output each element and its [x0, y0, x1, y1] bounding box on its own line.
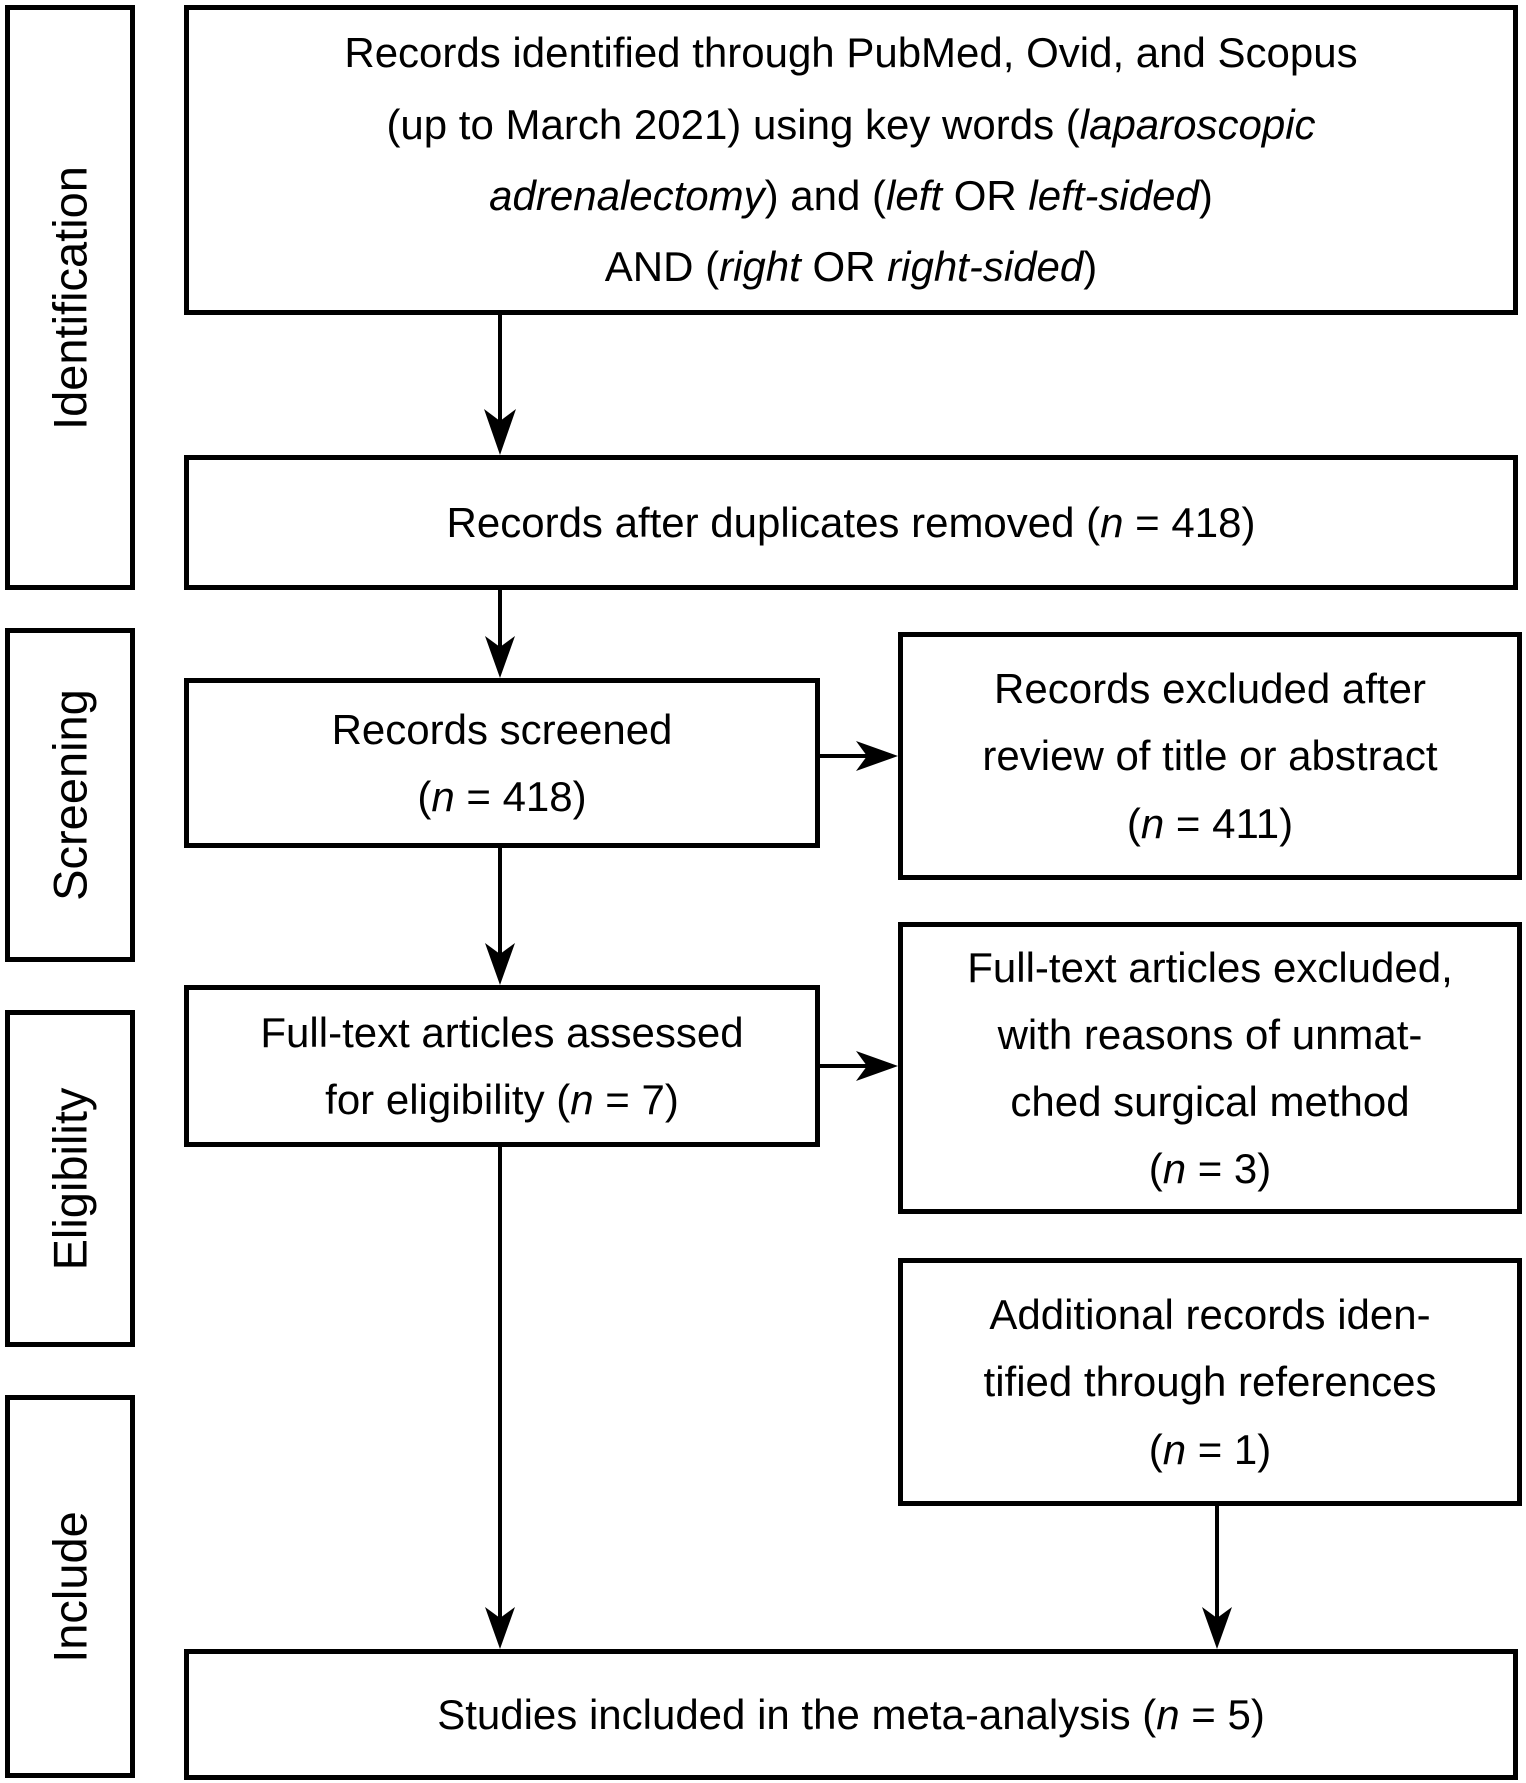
text-segment: Full-text articles assessed	[260, 1008, 744, 1056]
text-segment: n	[1162, 1425, 1187, 1473]
text-segment: n	[1100, 498, 1124, 546]
box-records-identified: Records identified through PubMed, Ovid,…	[184, 5, 1518, 315]
text-segment: AND (	[604, 243, 720, 291]
text-segment: n	[1140, 799, 1165, 847]
stage-box-screening: Screening	[5, 628, 135, 962]
text-segment: )	[1083, 243, 1098, 291]
text-segment: n	[1162, 1145, 1187, 1193]
text-segment: = 1)	[1186, 1425, 1272, 1473]
stage-label-screening: Screening	[43, 689, 97, 901]
text-segment: with reasons of unmat-	[997, 1010, 1423, 1058]
box-fulltext-excluded: Full-text articles excluded, with reasons…	[898, 922, 1522, 1214]
text-segment: for eligibility (	[325, 1076, 571, 1123]
text-segment: left-sided	[1028, 172, 1199, 219]
stage-label-include: Include	[43, 1510, 97, 1663]
box-records-identified-text: Records identified through PubMed, Ovid,…	[344, 17, 1357, 303]
box-records-excluded: Records excluded after review of title or…	[898, 632, 1522, 880]
box-studies-included: Studies included in the meta-analysis (n…	[184, 1649, 1518, 1780]
box-fulltext-excluded-text: Full-text articles excluded, with reasons…	[967, 934, 1453, 1203]
text-segment: adrenalectomy	[489, 172, 765, 219]
arrow-head	[856, 741, 898, 771]
text-segment: )	[1198, 172, 1213, 219]
arrow-screened-to-fulltext	[485, 848, 515, 985]
text-segment: right	[719, 243, 801, 291]
arrow-head	[856, 1051, 898, 1081]
box-records-screened: Records screened (n = 418)	[184, 678, 820, 848]
text-segment: right-sided	[887, 243, 1084, 291]
arrow-identified-to-duplicates	[484, 315, 516, 455]
text-segment: = 3)	[1186, 1145, 1272, 1193]
text-segment: = 5)	[1179, 1690, 1265, 1738]
text-segment: left	[886, 172, 943, 219]
arrow-duplicates-to-screened	[485, 590, 515, 678]
text-segment: laparoscopic	[1079, 100, 1316, 148]
text-segment: = 7)	[593, 1076, 679, 1123]
text-segment: review of title or abstract	[982, 732, 1438, 780]
text-segment: (	[1148, 1425, 1163, 1473]
text-segment: (up to March 2021) using key words (	[386, 100, 1080, 148]
box-additional-records: Additional records iden-tified through r…	[898, 1258, 1522, 1506]
text-segment: Records excluded after	[994, 665, 1426, 713]
text-segment: Full-text articles excluded,	[967, 943, 1453, 991]
text-segment: (	[417, 773, 432, 820]
text-segment: Additional records iden-	[989, 1291, 1431, 1339]
stage-box-identification: Identification	[5, 5, 135, 590]
text-segment: n	[570, 1076, 594, 1123]
text-segment: Records after duplicates removed (	[446, 498, 1101, 546]
box-additional-records-text: Additional records iden-tified through r…	[984, 1281, 1437, 1483]
text-segment: (	[1148, 1145, 1163, 1193]
box-records-excluded-text: Records excluded after review of title or…	[982, 655, 1437, 857]
text-segment: Records identified through PubMed, Ovid,…	[344, 29, 1358, 77]
box-fulltext-assessed: Full-text articles assessed for eligibili…	[184, 985, 820, 1147]
box-duplicates-removed: Records after duplicates removed (n = 41…	[184, 455, 1518, 590]
box-duplicates-removed-text: Records after duplicates removed (n = 41…	[447, 489, 1256, 556]
text-segment: (	[1126, 799, 1141, 847]
stage-box-eligibility: Eligibility	[5, 1010, 135, 1347]
arrow-head	[485, 636, 515, 678]
text-segment: = 418)	[454, 773, 587, 820]
text-segment: tified through references	[983, 1358, 1437, 1406]
text-segment: OR	[800, 243, 888, 291]
text-segment: ) and (	[764, 172, 887, 219]
arrow-head	[1202, 1607, 1232, 1649]
stage-label-identification: Identification	[43, 165, 97, 430]
box-studies-included-text: Studies included in the meta-analysis (n…	[437, 1681, 1265, 1748]
box-fulltext-assessed-text: Full-text articles assessed for eligibili…	[260, 999, 743, 1133]
text-segment: ched surgical method	[1010, 1078, 1410, 1125]
arrow-screened-to-excluded	[820, 741, 898, 771]
stage-box-include: Include	[5, 1395, 135, 1778]
arrow-head	[484, 409, 516, 455]
arrow-additional-to-included	[1202, 1506, 1232, 1649]
arrow-fulltext-to-included	[485, 1147, 515, 1649]
text-segment: n	[1156, 1690, 1180, 1738]
stage-label-eligibility: Eligibility	[43, 1087, 97, 1270]
arrow-head	[485, 943, 515, 985]
arrow-fulltext-to-fulltext-excluded	[820, 1051, 898, 1081]
text-segment: = 418)	[1123, 498, 1256, 546]
text-segment: n	[431, 773, 455, 820]
text-segment: = 411)	[1164, 799, 1294, 847]
text-segment: Studies included in the meta-analysis (	[437, 1690, 1157, 1738]
text-segment: Records screened	[331, 705, 673, 753]
text-segment: OR	[942, 172, 1029, 219]
box-records-screened-text: Records screened (n = 418)	[332, 696, 673, 830]
arrow-head	[485, 1607, 515, 1649]
